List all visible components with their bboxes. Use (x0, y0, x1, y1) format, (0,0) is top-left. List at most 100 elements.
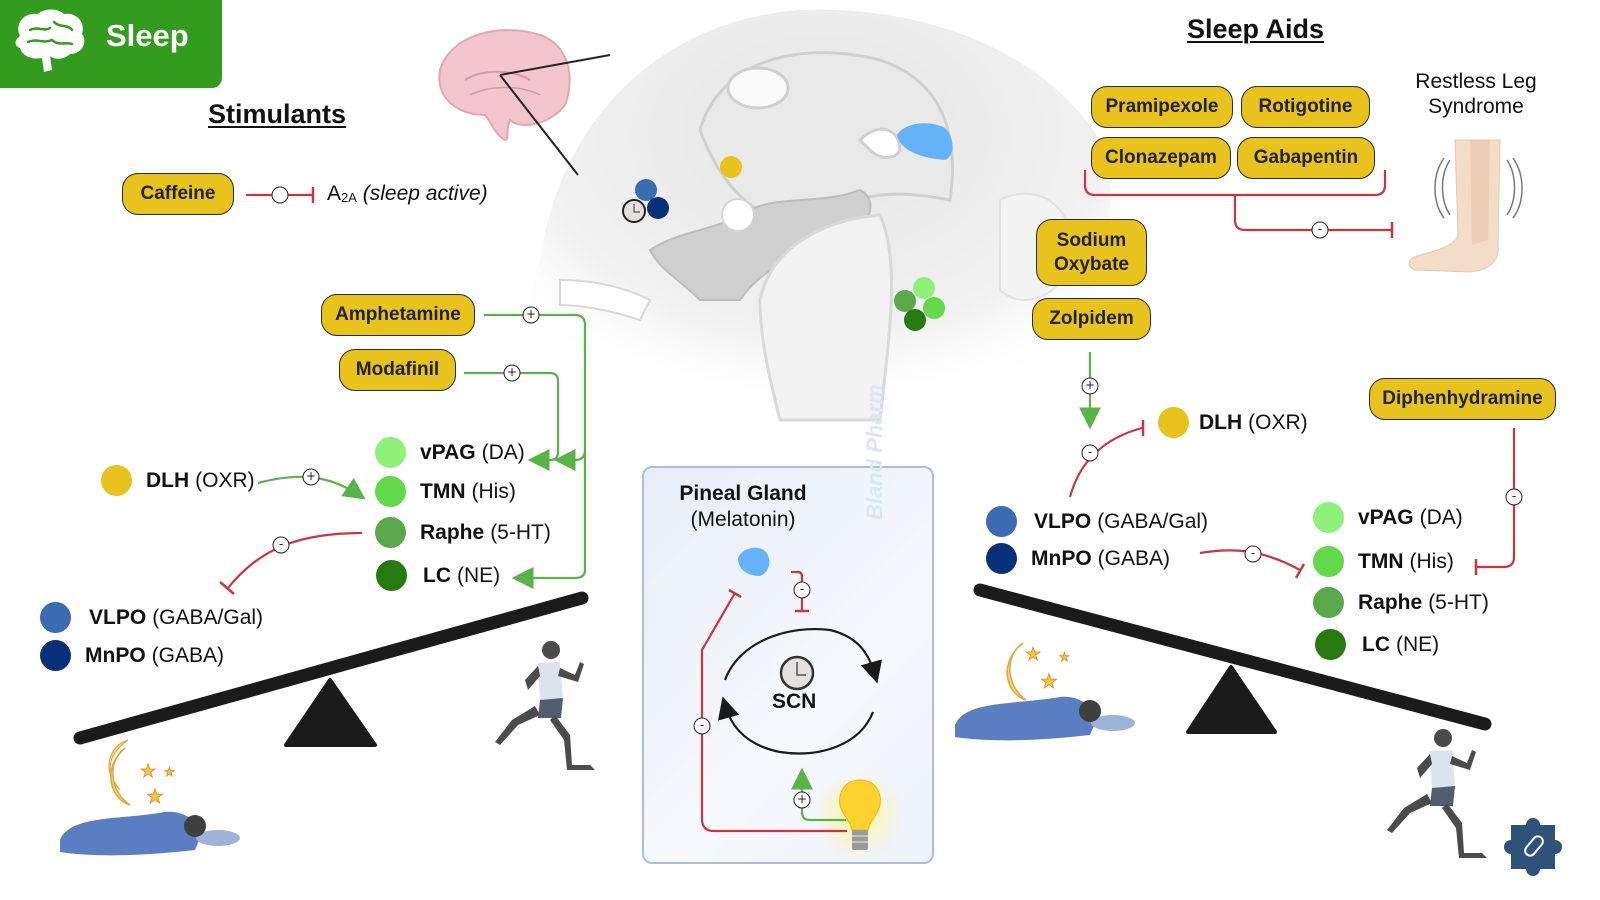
drug-pill-pramipexole: Pramipexole (1091, 86, 1233, 128)
drug-pill-amphetamine: Amphetamine (321, 294, 475, 336)
nucleus-vpag: vPAG (DA) (375, 437, 525, 468)
brain-sagittal-illustration (529, 9, 1111, 422)
pineal-gland-title: Pineal Gland (679, 482, 807, 505)
nucleus-name: TMN (420, 479, 466, 503)
nucleus-dot (375, 517, 406, 548)
restless-leg-label: Restless Leg Syndrome (1398, 69, 1554, 119)
drug-pill-caffeine: Caffeine (122, 173, 234, 215)
header-banner: Sleep (0, 0, 222, 88)
plus-sign-icon (1081, 377, 1099, 395)
nucleus-vlpo: VLPO (GABA/Gal) (40, 602, 263, 633)
restless-leg-illustration (1408, 139, 1523, 273)
sleeping-person-icon: ★ ★ ★ (60, 739, 240, 856)
minus-sign-icon (1505, 488, 1523, 506)
drug-pill-diphenhydramine: Diphenhydramine (1369, 378, 1556, 420)
plus-sign-icon (522, 306, 540, 324)
nucleus-dlh: DLH (OXR) (1158, 407, 1308, 438)
minus-sign-icon (1244, 545, 1262, 563)
nucleus-name: VLPO (1034, 509, 1092, 533)
svg-text:★: ★ (1025, 644, 1041, 664)
vlpo-inhibition-arrow (1068, 426, 1143, 498)
nucleus-transmitter: (DA) (1419, 505, 1463, 529)
nucleus-transmitter: (NE) (1396, 632, 1440, 656)
nucleus-vpag: vPAG (DA) (1313, 502, 1463, 533)
inhibition-bar (1294, 563, 1306, 579)
nucleus-name: vPAG (1358, 505, 1414, 529)
brain-lc-dot (904, 309, 926, 331)
nucleus-raphe: Raphe (5-HT) (375, 517, 551, 548)
brain-tmn-dot (923, 297, 945, 319)
plus-sign-icon (503, 364, 521, 382)
svg-text:★: ★ (1040, 671, 1058, 693)
nucleus-dot (375, 437, 406, 468)
nucleus-name: LC (1362, 632, 1390, 656)
nucleus-mnpo: MnPO (GABA) (986, 543, 1170, 574)
drug-name-line: Oxybate (1054, 253, 1129, 275)
modafinil-activation-arrow (464, 371, 560, 471)
watermark-text: Bland Pharm (862, 384, 887, 520)
nucleus-transmitter: (His) (471, 479, 516, 503)
drug-name-line: Sodium (1056, 229, 1127, 251)
nucleus-name: DLH (1199, 410, 1243, 434)
svg-text:★: ★ (164, 765, 175, 779)
nucleus-dot (1158, 407, 1189, 438)
receptor-note: (sleep active) (362, 182, 488, 205)
brain-raphe-dot (894, 290, 916, 312)
nucleus-raphe: Raphe (5-HT) (1313, 587, 1489, 618)
nucleus-transmitter: (OXR) (1248, 410, 1308, 434)
restless-leg-label-line: Restless Leg (1415, 70, 1537, 93)
nucleus-transmitter: (GABA/Gal) (1097, 509, 1209, 533)
drug-pill-sodium-oxybate: Sodium Oxybate (1036, 219, 1147, 286)
nucleus-name: MnPO (1031, 546, 1092, 570)
a2a-receptor-label: A2A (sleep active) (327, 182, 488, 206)
nucleus-dot (986, 543, 1017, 574)
rls-drugs-inhibition-bracket (1083, 170, 1394, 238)
header-title: Sleep (106, 18, 189, 53)
nucleus-name: vPAG (420, 440, 476, 464)
pineal-gland-caption: Pineal Gland (Melatonin) (660, 481, 826, 534)
nucleus-name: MnPO (85, 643, 146, 667)
right-seesaw (973, 583, 1492, 734)
inhibition-bar (219, 581, 235, 595)
stimulants-title: Stimulants (208, 99, 347, 129)
nucleus-lc: LC (NE) (376, 560, 500, 591)
nucleus-transmitter: (GABA/Gal) (152, 605, 264, 629)
brain-vlpo-dot (635, 179, 657, 201)
plus-sign-icon (302, 468, 320, 486)
running-person-icon (1387, 729, 1487, 858)
nucleus-dot (1313, 587, 1344, 618)
nucleus-name: VLPO (89, 605, 147, 629)
sleep-aids-title: Sleep Aids (1187, 14, 1325, 44)
brain-icon (15, 9, 85, 72)
drug-pill-modafinil: Modafinil (339, 349, 456, 391)
left-seesaw (73, 591, 589, 747)
receptor-subscript: 2A (341, 190, 357, 205)
amphetamine-activation-arrows (484, 313, 587, 589)
drug-pill-zolpidem: Zolpidem (1032, 298, 1151, 340)
nucleus-transmitter: (DA) (481, 440, 525, 464)
svg-text:★: ★ (1059, 650, 1070, 664)
nucleus-tmn: TMN (His) (375, 476, 516, 507)
nucleus-dot (376, 560, 407, 591)
minus-sign-icon (272, 536, 290, 554)
minus-sign-icon (1311, 221, 1329, 239)
scn-label: SCN (772, 690, 817, 713)
nucleus-vlpo: VLPO (GABA/Gal) (986, 506, 1208, 537)
running-person-icon (495, 641, 595, 770)
nucleus-dot (986, 506, 1017, 537)
caffeine-inhibition-arrow (246, 186, 315, 204)
nucleus-name: Raphe (1358, 590, 1423, 614)
nucleus-transmitter: (GABA) (151, 643, 225, 667)
nucleus-dot (375, 476, 406, 507)
nucleus-name: LC (423, 563, 451, 587)
minus-sign-icon (1081, 444, 1099, 462)
nucleus-name: DLH (146, 468, 190, 492)
brain-mnpo-dot (647, 197, 669, 219)
brain-scn-clock-icon (622, 199, 646, 223)
nucleus-name: Raphe (420, 520, 485, 544)
raphe-inhibition-arrow (227, 531, 363, 589)
pill-puzzle-logo-icon (1504, 818, 1562, 876)
nucleus-mnpo: MnPO (GABA) (40, 640, 224, 671)
sleeping-person-icon: ★ ★ ★ (955, 642, 1135, 741)
